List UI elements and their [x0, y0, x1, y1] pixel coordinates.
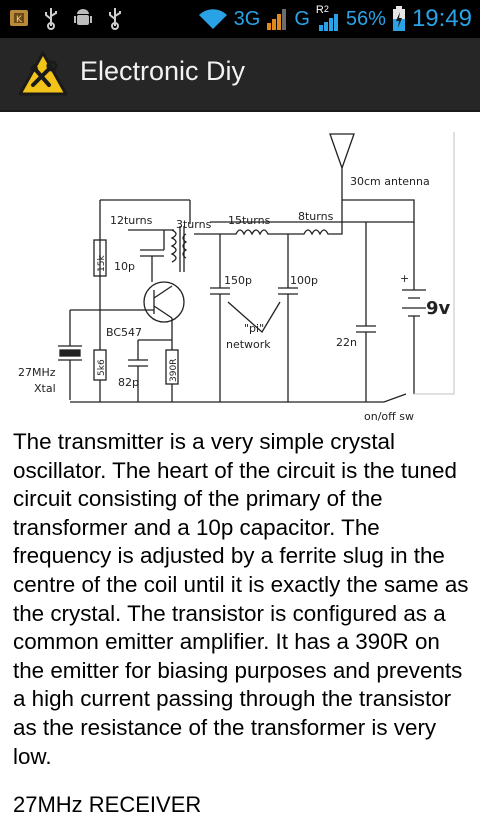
article-body: The transmitter is a very simple crystal… [13, 429, 469, 769]
transmitter-circuit-diagram: 30cm antenna 12turns 3turns 15turns 8tur… [18, 132, 455, 423]
action-bar: Electronic Diy [0, 38, 480, 112]
battery-plus-label: + [400, 272, 409, 285]
pi-network-label-1: "pi" [244, 322, 264, 335]
coil-3turns-label: 3turns [176, 218, 212, 231]
switch-label: on/off sw [364, 410, 414, 423]
roaming-sub-label: 2 [323, 4, 329, 14]
resistor-5k6-label: 5k6 [97, 359, 107, 376]
capacitor-150p-label: 150p [224, 274, 252, 287]
coil-15turns-label: 15turns [228, 214, 271, 227]
app-logo-icon[interactable] [18, 51, 68, 97]
signal-icon [318, 14, 338, 31]
capacitor-82p-label: 82p [118, 376, 139, 389]
pi-network-label-2: network [226, 338, 271, 351]
capacitor-100p-label: 100p [290, 274, 318, 287]
crystal-freq-label: 27MHz [18, 366, 56, 379]
resistor-15k-label: 15k [97, 255, 107, 272]
battery-label: 9v [426, 298, 451, 319]
signal-icon [267, 9, 287, 30]
section-heading: 27MHz RECEIVER [13, 792, 202, 817]
svg-text:K: K [16, 15, 23, 25]
coil-8turns-label: 8turns [298, 210, 334, 223]
battery-charging-icon [392, 6, 405, 31]
network-3g-label: 3G [233, 7, 261, 30]
battery-percent: 56% [345, 7, 386, 30]
crystal-label: Xtal [34, 382, 56, 395]
system-status: 3G G R 2 56% 19:49 [198, 2, 472, 36]
article-content[interactable]: 30cm antenna 12turns 3turns 15turns 8tur… [0, 112, 480, 817]
capacitor-22n-label: 22n [336, 336, 357, 349]
app-notification-icon: K [8, 6, 30, 30]
wifi-icon [198, 9, 227, 29]
usb-icon [40, 6, 62, 30]
roaming-signal: R 2 [315, 4, 340, 32]
app-title: Electronic Diy [80, 56, 246, 86]
coil-12turns-label: 12turns [110, 214, 153, 227]
notification-icons: K [8, 6, 126, 30]
network-g-label: G [294, 7, 310, 30]
clock: 19:49 [411, 5, 472, 32]
android-debug-icon [72, 6, 94, 30]
roaming-label: R [315, 4, 324, 16]
usb-icon [104, 6, 126, 30]
antenna-label: 30cm antenna [350, 175, 430, 188]
status-bar: K 3G G R 2 56% [0, 0, 480, 38]
transistor-label: BC547 [106, 326, 142, 339]
capacitor-10p-label: 10p [114, 260, 135, 273]
resistor-390r-label: 390R [169, 359, 179, 382]
